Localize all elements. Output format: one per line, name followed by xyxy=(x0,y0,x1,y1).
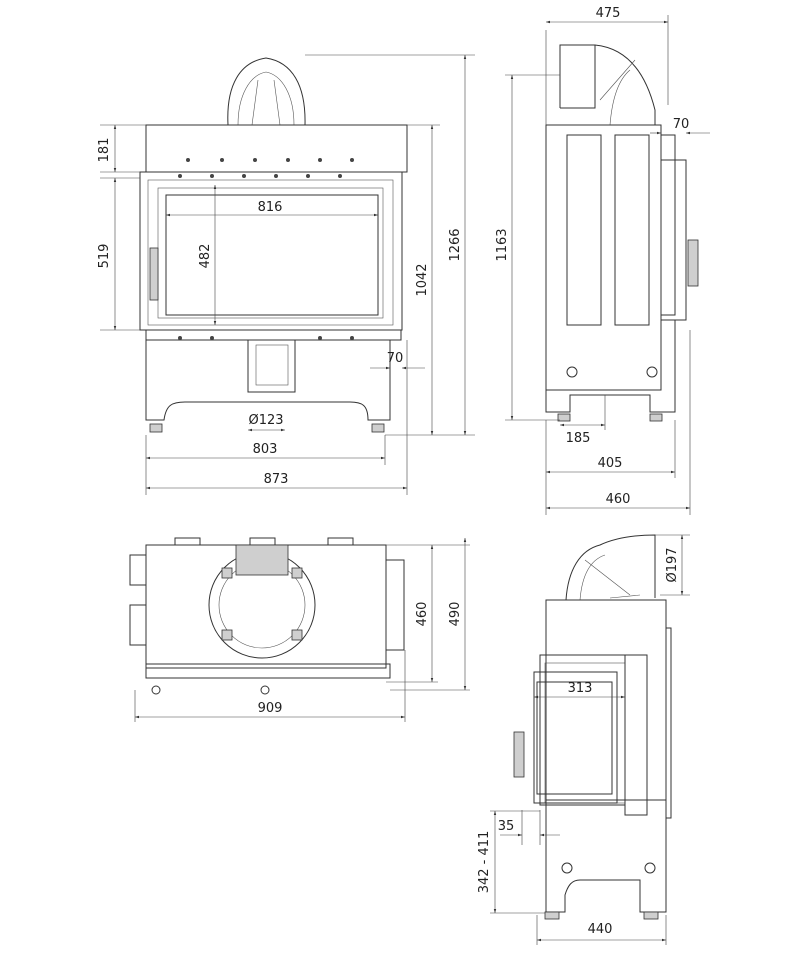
dim-flue-123: Ø123 xyxy=(248,413,283,428)
dim-460-top: 460 xyxy=(415,602,430,627)
dim-flue-197: Ø197 xyxy=(665,547,680,582)
dim-185: 185 xyxy=(566,431,591,446)
side-body xyxy=(545,124,662,391)
door-handle xyxy=(149,247,159,301)
dim-70-side: 70 xyxy=(673,117,690,132)
side-handle xyxy=(687,239,699,287)
dim-519: 519 xyxy=(97,244,112,269)
top-section xyxy=(145,124,408,173)
dim-35: 35 xyxy=(498,819,515,834)
front-view: 181 519 816 482 1042 1266 70 Ø123 803 87… xyxy=(97,54,475,495)
dim-1163: 1163 xyxy=(495,228,510,261)
dim-1266: 1266 xyxy=(448,228,463,261)
dim-1042: 1042 xyxy=(415,263,430,296)
dim-482: 482 xyxy=(198,244,213,269)
dim-460-side: 460 xyxy=(606,492,631,507)
corner-view: Ø197 313 35 342 - 411 440 xyxy=(477,534,690,945)
air-duct xyxy=(247,339,296,393)
dim-70-front: 70 xyxy=(387,351,404,366)
dim-475: 475 xyxy=(596,6,621,21)
dim-909: 909 xyxy=(258,701,283,716)
leg-right xyxy=(371,423,385,433)
side-view: 475 70 1163 185 405 460 xyxy=(495,6,710,515)
dim-342-411: 342 - 411 xyxy=(477,831,492,894)
dim-440: 440 xyxy=(588,922,613,937)
dim-313: 313 xyxy=(568,681,593,696)
dim-405: 405 xyxy=(598,456,623,471)
dim-816: 816 xyxy=(258,200,283,215)
corner-handle xyxy=(513,731,525,778)
dim-873: 873 xyxy=(264,472,289,487)
flue-collar xyxy=(227,57,306,126)
corner-body xyxy=(545,599,667,801)
door-frame xyxy=(139,171,403,331)
leg-left xyxy=(149,423,163,433)
top-view: 460 490 909 xyxy=(129,537,470,722)
dim-181: 181 xyxy=(97,138,112,163)
dim-803: 803 xyxy=(253,442,278,457)
glass-panel xyxy=(165,194,379,316)
dim-490: 490 xyxy=(448,602,463,627)
